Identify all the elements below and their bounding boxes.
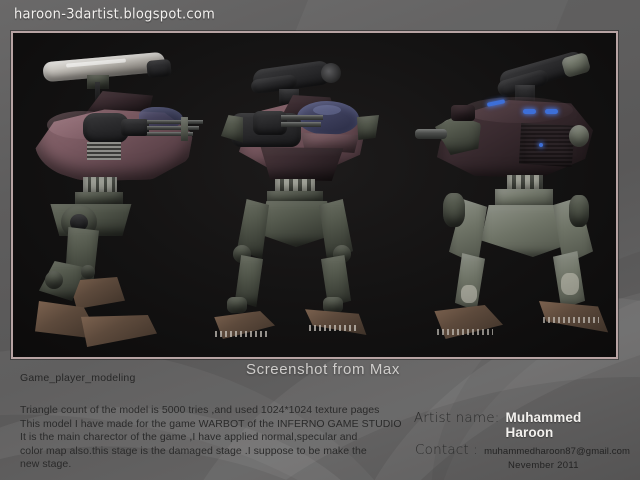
foot-right-teeth (309, 325, 359, 331)
torso-vent-grill (87, 142, 121, 160)
description-line: It is the main charector of the game ,I … (20, 431, 358, 444)
shoulder-pauldron-right (357, 115, 379, 140)
waist-column (275, 179, 315, 193)
artist-contact-value: muhammedharoon87@gmail.com (484, 446, 630, 457)
launcher-yoke (515, 85, 535, 103)
render-image-panel (11, 31, 618, 359)
description-line: This model I have made for the game WARB… (20, 417, 402, 430)
launcher-post (95, 82, 100, 104)
pelvis-block (495, 189, 553, 209)
indicator-light-1 (523, 109, 536, 114)
gatling-barrel-2 (147, 126, 199, 130)
hip-joint-center (70, 214, 88, 231)
waist-column (83, 177, 117, 195)
cannon-barrel (415, 129, 447, 139)
indicator-light-4 (539, 143, 543, 147)
site-url-text: haroon-3dartist.blogspot.com (14, 6, 216, 23)
artist-name-value: Muhammed Haroon (505, 410, 582, 440)
indicator-light-2 (545, 109, 558, 114)
gatling-barrel-1 (147, 120, 203, 124)
pelvis-block (75, 192, 123, 206)
knee-joint (45, 271, 63, 289)
model-label: Game_player_modeling (20, 372, 136, 384)
arm-joint-right (569, 125, 589, 147)
gatling-barrel-2 (281, 122, 321, 127)
ankle-right (323, 297, 343, 313)
ankle-left (227, 297, 247, 313)
shin-right-wear (561, 273, 579, 295)
artist-contact-row: Contact : muhammedharoon87@gmail.com (398, 442, 630, 458)
artist-name-label: Artist name: (413, 410, 500, 426)
mech-side-view (21, 49, 211, 349)
foot-left-teeth (437, 329, 493, 335)
foot-left-teeth (215, 331, 267, 337)
shin-left-wear (461, 285, 477, 303)
rear-hatch (519, 123, 575, 168)
gatling-drum (121, 119, 149, 136)
artist-date: Nevember 2011 (508, 460, 579, 471)
description-text: Triangle count of the model is 5000 trie… (20, 404, 402, 472)
shoulder-pauldron-left (221, 115, 243, 143)
waist-column (507, 175, 543, 191)
lower-torso (260, 147, 344, 181)
knee-joint-2 (81, 265, 95, 279)
description-line: new stage. (20, 458, 72, 471)
artist-name-row: Artist name: Muhammed Haroon (398, 410, 630, 440)
foot-front (81, 315, 157, 347)
shoulder-pad-left (451, 105, 475, 121)
knee-right (569, 195, 589, 227)
knee-left (443, 193, 465, 227)
mech-front-view (209, 49, 379, 351)
screenshot-caption: Screenshot from Max (246, 361, 400, 378)
gatling-barrel-3 (147, 132, 193, 136)
description-line: color map also.this stage is the damaged… (20, 444, 367, 457)
barrel-clamp (181, 117, 188, 141)
artist-contact-label: Contact : (414, 442, 479, 458)
description-line: Triangle count of the model is 5000 trie… (20, 404, 380, 416)
visor-glint (313, 105, 341, 115)
foot-right-teeth (543, 317, 599, 323)
mech-rear-view (411, 49, 616, 351)
launcher-end-cap (146, 58, 172, 79)
artist-info-block: Artist name: Muhammed Haroon Contact : m… (398, 410, 630, 471)
gatling-barrel-1 (281, 115, 323, 120)
